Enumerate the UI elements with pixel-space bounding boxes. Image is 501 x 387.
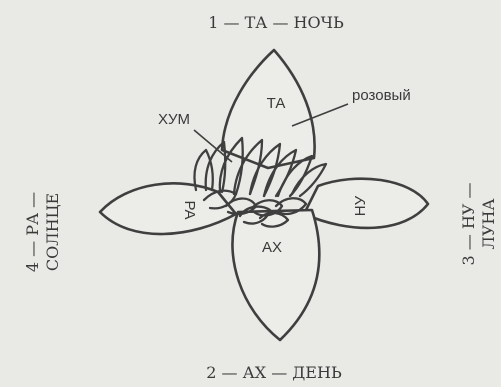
label-ah: АХ xyxy=(262,239,282,256)
annotation-rozovyi: розовый xyxy=(352,87,411,104)
petal-bottom xyxy=(232,210,319,340)
caption-right: 3 — НУ — ЛУНА xyxy=(459,183,498,266)
label-hum: ХУМ xyxy=(158,111,190,128)
caption-right-line1: 3 — НУ — xyxy=(459,183,478,266)
caption-right-line2: ЛУНА xyxy=(479,199,498,250)
label-ra: РА xyxy=(181,200,198,219)
label-ta: ТА xyxy=(267,95,286,112)
caption-left-line2: СОЛНЦЕ xyxy=(43,193,62,271)
label-nu: НУ xyxy=(352,195,369,216)
caption-bottom: 2 — АХ — ДЕНЬ xyxy=(206,363,342,382)
caption-top: 1 — ТА — НОЧЬ xyxy=(208,13,344,32)
caption-left: 4 — РА — СОЛНЦЕ xyxy=(23,192,62,272)
caption-left-line1: 4 — РА — xyxy=(23,192,42,272)
